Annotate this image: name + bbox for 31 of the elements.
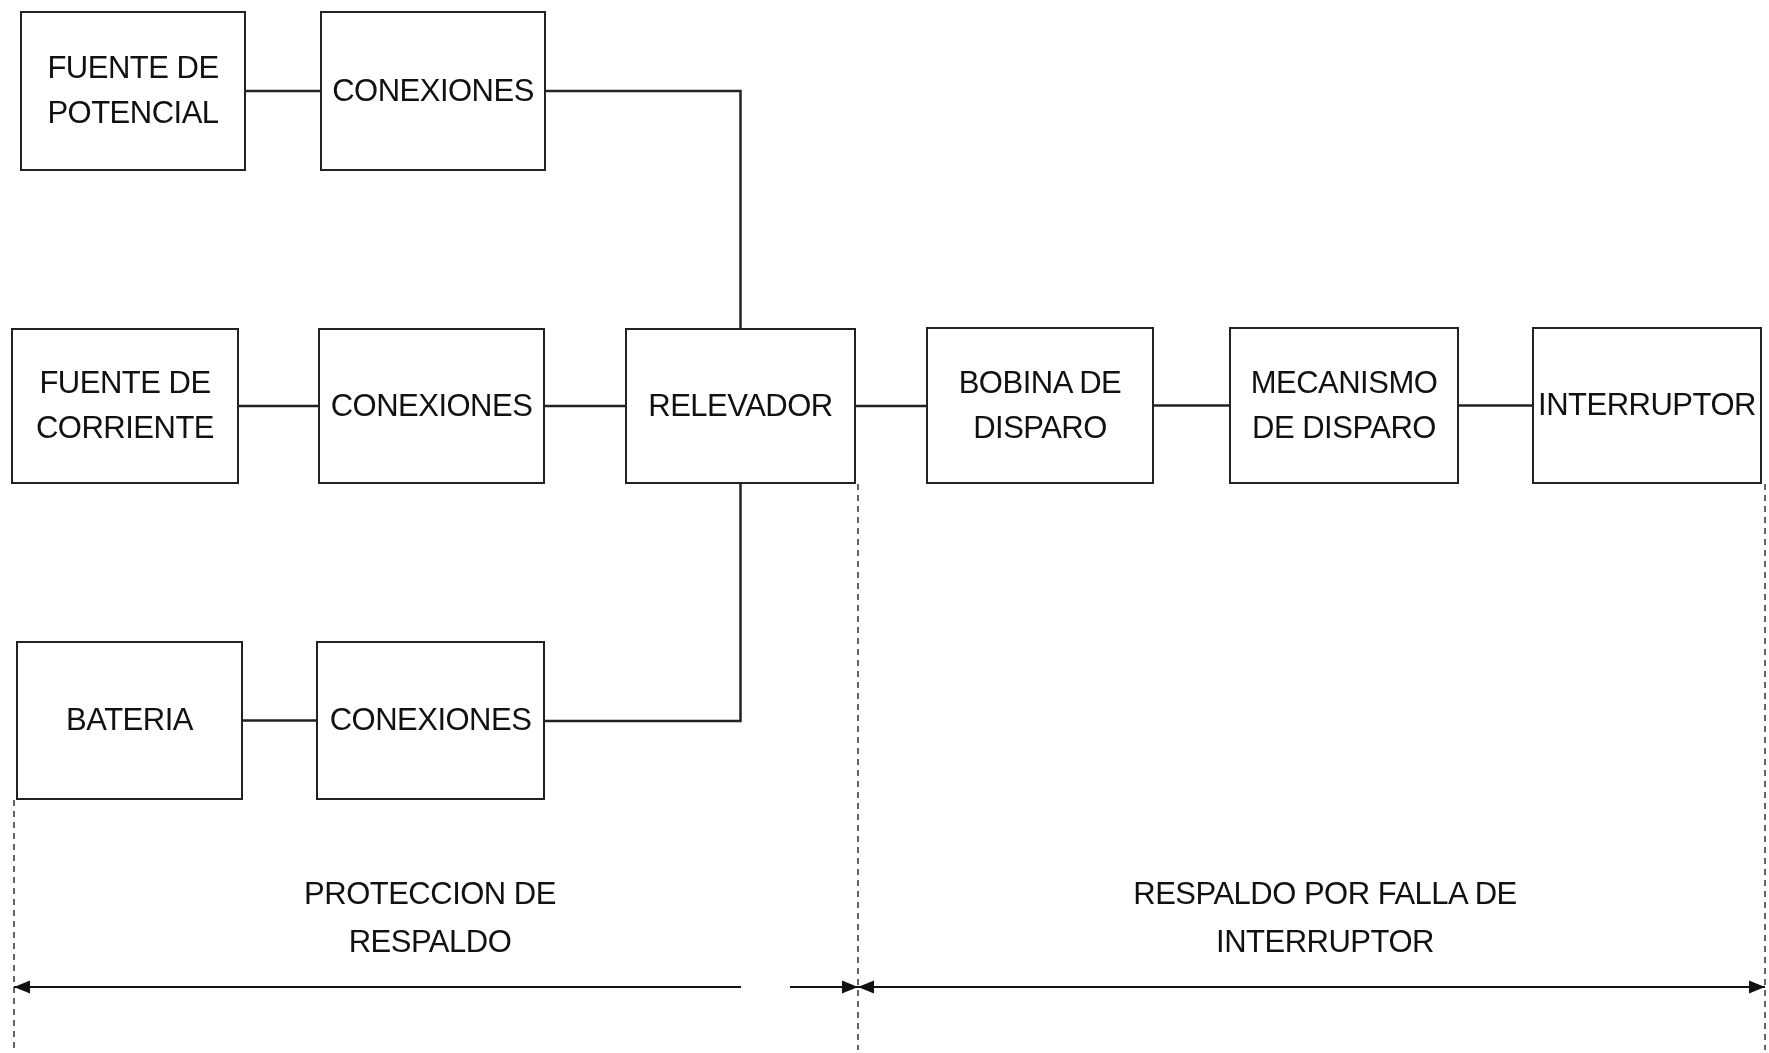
- process-box: [926, 327, 1154, 484]
- process-box: [1532, 327, 1762, 484]
- process-box: [625, 328, 856, 484]
- connector-line: [856, 404, 926, 408]
- connector-line: [246, 89, 320, 93]
- process-box: [320, 11, 546, 171]
- process-box: [318, 328, 545, 484]
- box-label: BATERIA: [66, 701, 193, 740]
- box-label: BOBINA DE DISPARO: [957, 363, 1123, 447]
- box-label: CONEXIONES: [329, 701, 532, 740]
- box-label: MECANISMO DE DISPARO: [1249, 363, 1439, 447]
- box-label: FUENTE DE CORRIENTE: [34, 364, 216, 447]
- process-box: [16, 641, 243, 800]
- box-label: CONEXIONES: [330, 386, 533, 425]
- connector-line: [546, 89, 742, 328]
- connector-line: [1459, 404, 1532, 407]
- box-label: RELEVADOR: [648, 386, 833, 425]
- box-label: INTERRUPTOR: [1538, 386, 1756, 425]
- box-label: CONEXIONES: [332, 71, 534, 110]
- connector-line: [1154, 404, 1229, 407]
- section-label: PROTECCION DE RESPALDO: [303, 875, 557, 962]
- box-label: FUENTE DE POTENCIAL: [46, 49, 220, 132]
- connector-line: [545, 484, 742, 723]
- process-box: [11, 328, 239, 484]
- process-box: [316, 641, 545, 800]
- section-label: RESPALDO POR FALLA DE INTERRUPTOR: [1132, 875, 1518, 962]
- connector-line: [545, 404, 625, 408]
- connector-line: [239, 404, 318, 408]
- process-box: [1229, 327, 1459, 484]
- connector-line: [243, 719, 316, 722]
- process-box: [20, 11, 246, 171]
